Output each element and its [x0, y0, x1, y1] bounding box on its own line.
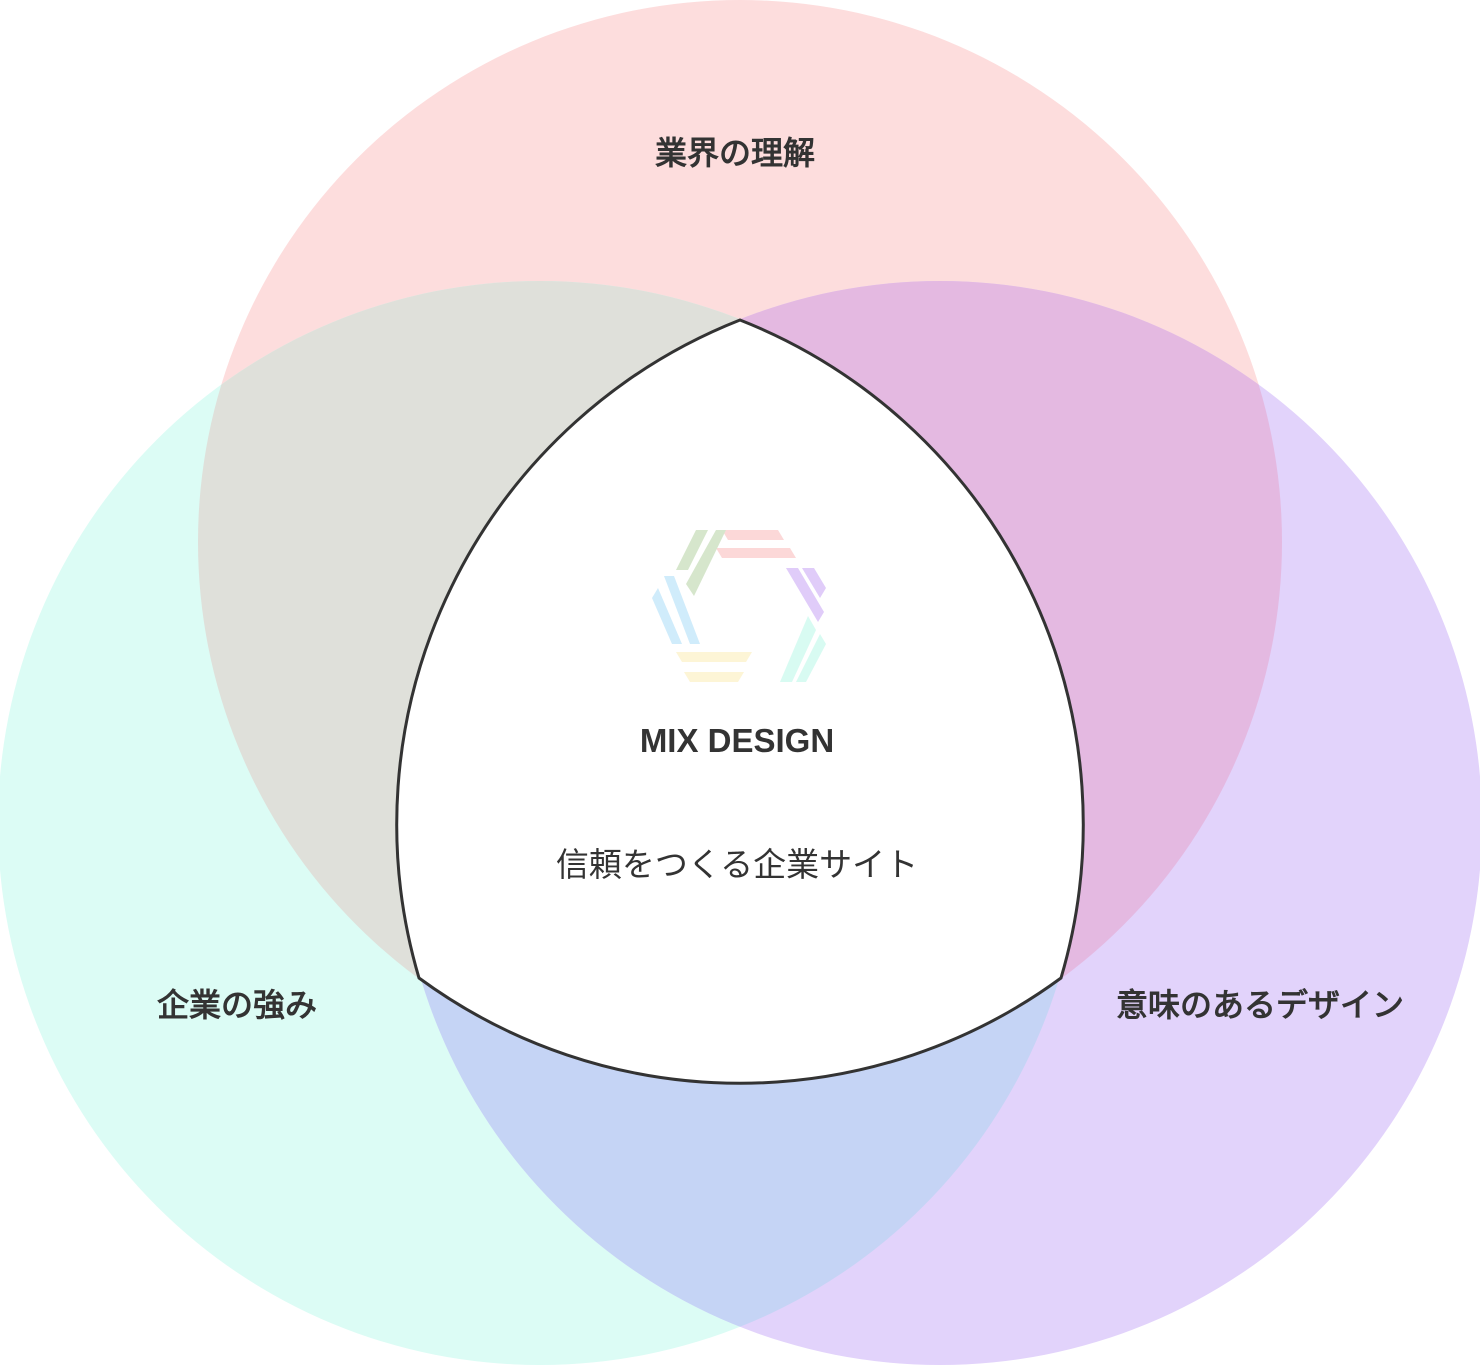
brand-name: MIX DESIGN [640, 722, 834, 759]
strength-label: 企業の強み [157, 986, 317, 1024]
design-label: 意味のあるデザイン [1116, 986, 1404, 1024]
logo-segment-upper-left [676, 530, 726, 596]
logo-segment-top [716, 530, 796, 558]
tagline: 信頼をつくる企業サイト [556, 845, 918, 884]
logo-segment-upper-right [786, 568, 826, 622]
logo-segment-lower-left [652, 576, 700, 644]
center-region [395, 318, 1085, 1085]
industry-label: 業界の理解 [655, 134, 815, 172]
logo-segment-bottom [676, 652, 752, 682]
hexagon-stripes-logo-icon [652, 530, 826, 682]
logo-segment-lower-right [780, 616, 826, 682]
